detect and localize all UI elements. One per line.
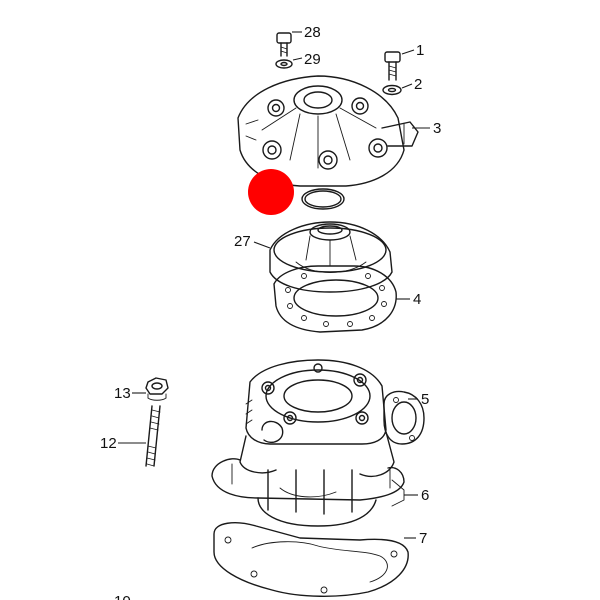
part-29-washer[interactable] [275, 59, 293, 69]
part-13-nut[interactable] [145, 377, 169, 401]
part-5-exhaust-gasket[interactable] [383, 390, 425, 445]
o-ring[interactable] [301, 188, 345, 210]
callout-3: 3 [433, 120, 441, 137]
callout-13: 13 [114, 385, 131, 402]
callout-5: 5 [421, 391, 429, 408]
leader-29 [292, 57, 303, 61]
callout-29: 29 [304, 51, 321, 68]
leader-2 [401, 83, 413, 89]
part-2-washer[interactable] [382, 84, 402, 96]
callout-4: 4 [413, 291, 421, 308]
callout-6: 6 [421, 487, 429, 504]
callout-1: 1 [416, 42, 424, 59]
part-6-cylinder[interactable] [211, 359, 405, 527]
part-12-stud-bolt[interactable] [145, 405, 161, 467]
part-7-base-gasket[interactable] [213, 522, 409, 597]
callout-2: 2 [414, 76, 422, 93]
leader-27 [253, 241, 271, 249]
callout-28: 28 [304, 24, 321, 41]
callout-12: 12 [100, 435, 117, 452]
part-28-bolt[interactable] [276, 32, 292, 57]
callout-bottom: 10 [114, 593, 131, 600]
leader-1 [401, 49, 415, 55]
callout-7: 7 [419, 530, 427, 547]
part-1-bolt[interactable] [384, 51, 401, 81]
callout-27: 27 [234, 233, 251, 250]
part-4-head-gasket[interactable] [273, 265, 397, 333]
highlight-marker [248, 169, 294, 215]
part-3-cylinder-head-cover[interactable] [237, 75, 419, 187]
part-27-head-insert[interactable] [269, 221, 393, 293]
